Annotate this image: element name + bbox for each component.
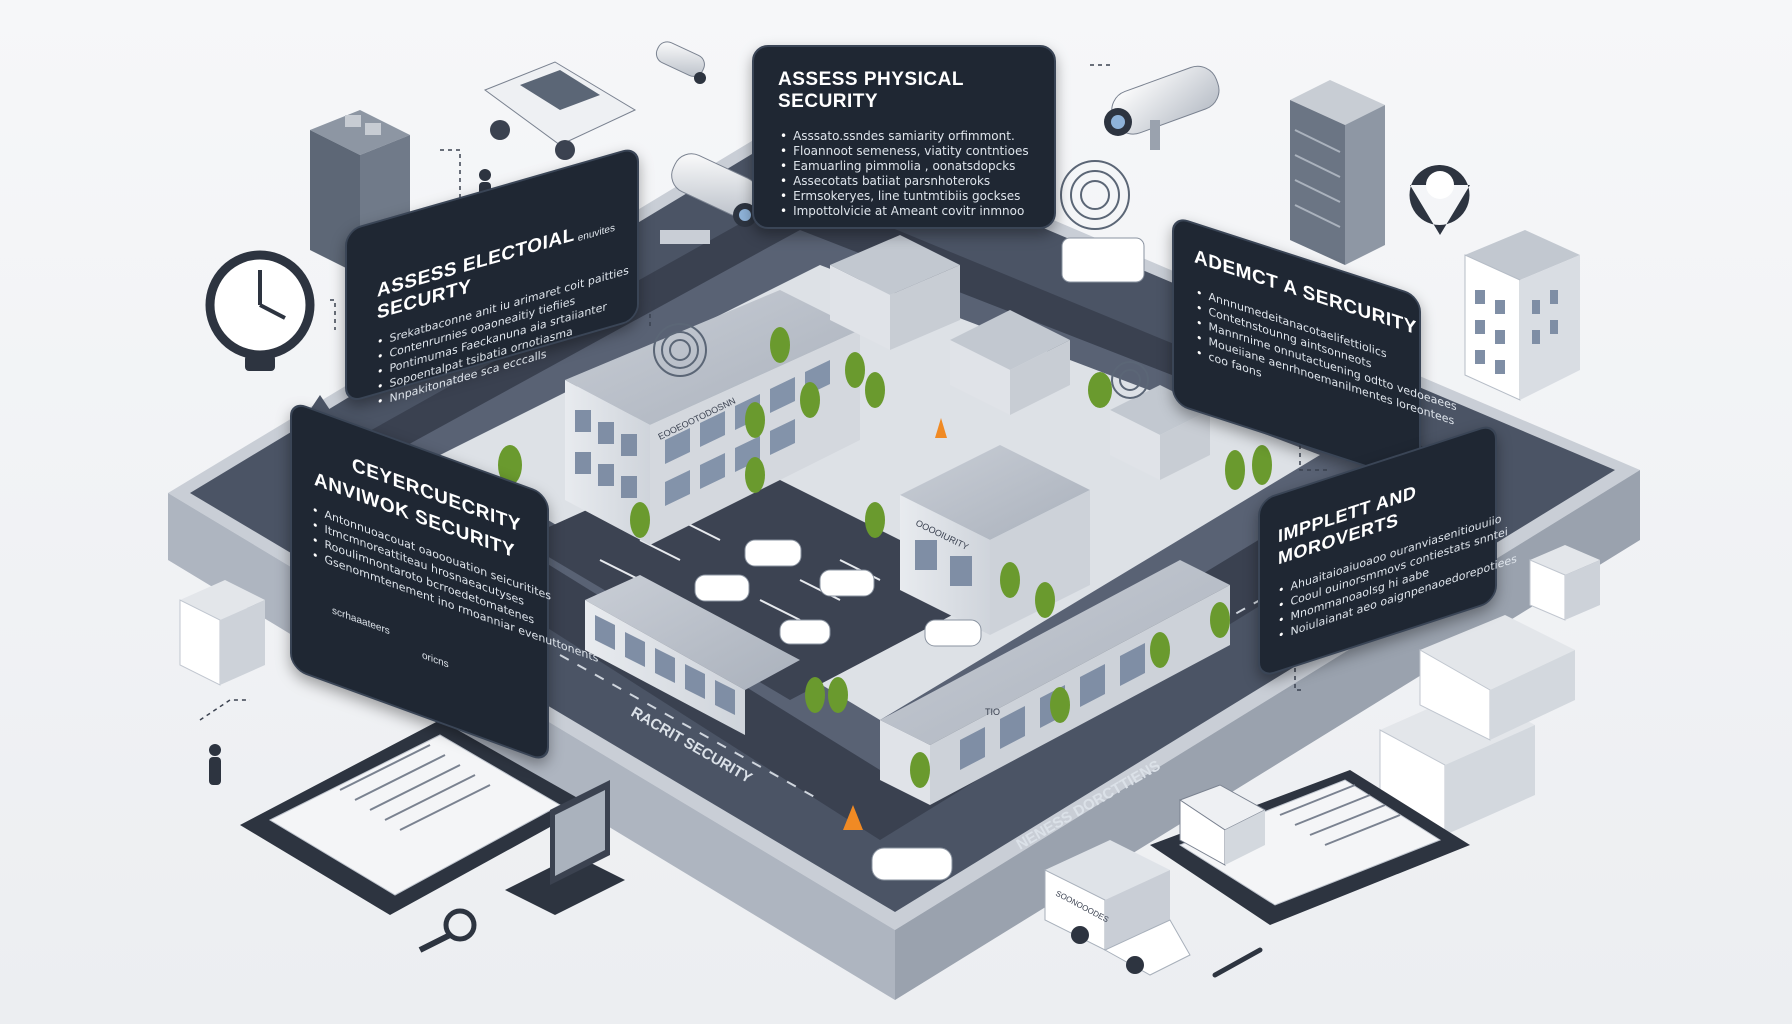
traffic-cone (843, 805, 863, 830)
box-icon (179, 580, 265, 686)
security-camera-icon (1104, 65, 1220, 150)
trees (498, 327, 1272, 788)
list-item: Floannoot semeness, viatity contntioes (780, 144, 1054, 159)
magnifier-icon (418, 908, 477, 953)
peripheral-icons: SOONOOODES (179, 41, 1600, 978)
panel-assess-physical-security: ASSESS PHYSICAL SECURITY Asssato.ssndes … (752, 45, 1056, 229)
security-camera-icon (655, 41, 706, 84)
list-item: Ermsokeryes, line tuntmtibiis gockses (780, 189, 1054, 204)
car-icon (924, 619, 982, 647)
car-icon (744, 539, 802, 567)
clipboard-icon (240, 720, 590, 915)
lower-building: TIO (585, 560, 1230, 805)
panel-title: ASSESS PHYSICAL SECURITY (778, 69, 964, 112)
panel-footer-left: scrhaaateers (332, 605, 390, 638)
car-icon (694, 574, 750, 602)
document-icon (1150, 770, 1470, 925)
car-icon (819, 569, 875, 597)
list-item: Asssato.ssndes samiarity orfimmont. (780, 129, 1054, 144)
signal-rings (653, 160, 1149, 399)
list-item: Assecotats batiiat parsnhoteroks (780, 174, 1054, 189)
list-item: Impottolvicie at Ameant covitr inmnoo (780, 204, 1054, 219)
pen-icon (1212, 947, 1263, 978)
car-icon (779, 619, 831, 645)
box-icon (1529, 545, 1600, 621)
laptop-icon (505, 780, 625, 915)
lower-building-label: TIO (985, 707, 1000, 717)
security-camera-icon (660, 153, 759, 244)
clock-icon (205, 250, 315, 371)
center-building: OOOOIURITY (900, 445, 1090, 635)
panel-footer-right: oricns (422, 650, 449, 671)
parked-cars (694, 237, 1145, 881)
office-building-icon (1464, 230, 1580, 401)
truck-icon: SOONOOODES (1044, 840, 1191, 976)
list-item: Eamuarling pimmolia , oonatsdopcks (780, 159, 1054, 174)
car-icon (483, 61, 637, 160)
van-icon (1061, 237, 1145, 283)
server-rack-icon (1290, 80, 1385, 265)
location-pin-icon (1409, 165, 1470, 235)
traffic-cone (935, 418, 947, 438)
van-icon (1178, 784, 1267, 866)
central-campus: EOOEOOTODOSNN OOOOIURITY (498, 235, 1272, 881)
car-icon (871, 847, 953, 881)
